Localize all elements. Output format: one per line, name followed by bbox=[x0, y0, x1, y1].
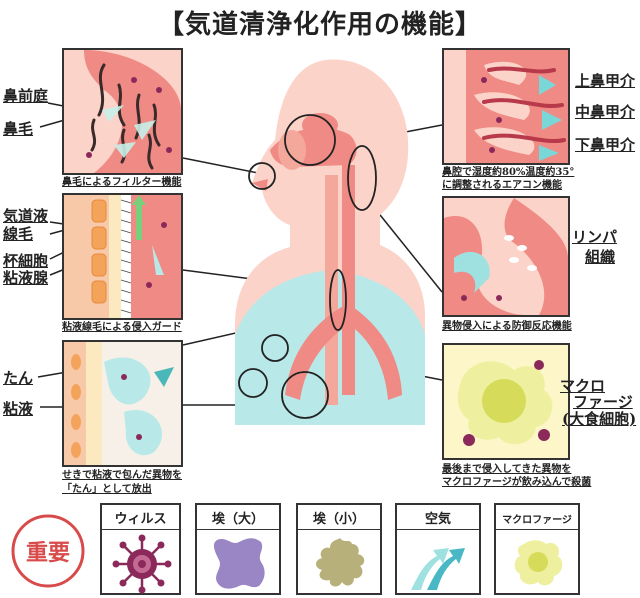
legend-air: 空気 bbox=[395, 503, 481, 595]
air-flow-icon bbox=[407, 534, 471, 592]
legend-label-large-dust: 埃（大） bbox=[197, 508, 279, 527]
label-nenekisen: 粘液腺 bbox=[3, 267, 48, 288]
important-stamp: 重要 bbox=[10, 513, 86, 589]
throat-circle bbox=[348, 146, 376, 210]
macrophage-icon bbox=[508, 534, 568, 592]
small-dust-icon bbox=[310, 534, 370, 592]
caption-defense: 異物侵入による防御反応機能 bbox=[442, 321, 572, 333]
legend-label-virus: ウィルス bbox=[102, 508, 179, 527]
alveoli-circle bbox=[239, 369, 267, 397]
label-kabikokai: 下鼻甲介 bbox=[575, 134, 635, 155]
caption-guard: 粘液線毛による侵入ガード bbox=[62, 322, 182, 334]
sinus-circle bbox=[285, 115, 335, 165]
virus-icon bbox=[112, 534, 172, 594]
panel-nasal-turbinates bbox=[442, 48, 570, 165]
label-chubikokai: 中鼻甲介 bbox=[575, 101, 635, 122]
legend-small-dust: 埃（小） bbox=[296, 503, 382, 595]
panel-nose-filter bbox=[62, 48, 183, 175]
legend-label-small-dust: 埃（小） bbox=[298, 508, 380, 527]
bronchus-circle bbox=[262, 335, 288, 361]
label-soshiki: 組織 bbox=[585, 246, 615, 267]
legend-macrophage: マクロファージ bbox=[494, 503, 580, 595]
legend-label-macrophage: マクロファージ bbox=[496, 511, 578, 526]
lung-circle bbox=[282, 372, 328, 418]
label-bimou: 鼻毛 bbox=[3, 118, 33, 139]
large-dust-icon bbox=[209, 534, 269, 592]
label-bizenttei: 鼻前庭 bbox=[3, 85, 48, 106]
panel-sputum bbox=[62, 340, 183, 467]
legend-label-air: 空気 bbox=[397, 508, 479, 527]
panel-mucociliary-guard bbox=[62, 193, 183, 320]
caption-filter: 鼻毛によるフィルター機能 bbox=[62, 177, 182, 189]
stamp-text: 重要 bbox=[10, 535, 86, 567]
label-macro-3: (大食細胞) bbox=[562, 408, 636, 429]
caption-aircon-1: 鼻腔で湿度約80%温度約35° bbox=[442, 167, 574, 179]
panel-macrophage bbox=[442, 343, 570, 460]
caption-aircon-2: に調整されるエアコン機能 bbox=[442, 180, 562, 192]
label-linpa: リンパ bbox=[572, 226, 617, 247]
legend-large-dust: 埃（大） bbox=[195, 503, 281, 595]
label-jobikokai: 上鼻甲介 bbox=[575, 70, 635, 91]
label-tan: たん bbox=[3, 367, 33, 388]
caption-tan-2: 「たん」として放出 bbox=[62, 484, 152, 496]
legend-virus: ウィルス bbox=[100, 503, 181, 595]
label-neneki: 粘液 bbox=[3, 398, 33, 419]
caption-tan-1: せきで粘液で包んだ異物を bbox=[62, 470, 182, 482]
label-senmou: 線毛 bbox=[3, 223, 33, 244]
nose-circle bbox=[249, 163, 275, 189]
caption-macro-1: 最後まで侵入してきた異物を bbox=[442, 464, 571, 476]
trachea-ellipse bbox=[330, 270, 346, 330]
panel-lymph-tissue bbox=[442, 196, 570, 317]
caption-macro-2: マクロファージが飲み込んで殺菌 bbox=[442, 477, 591, 489]
